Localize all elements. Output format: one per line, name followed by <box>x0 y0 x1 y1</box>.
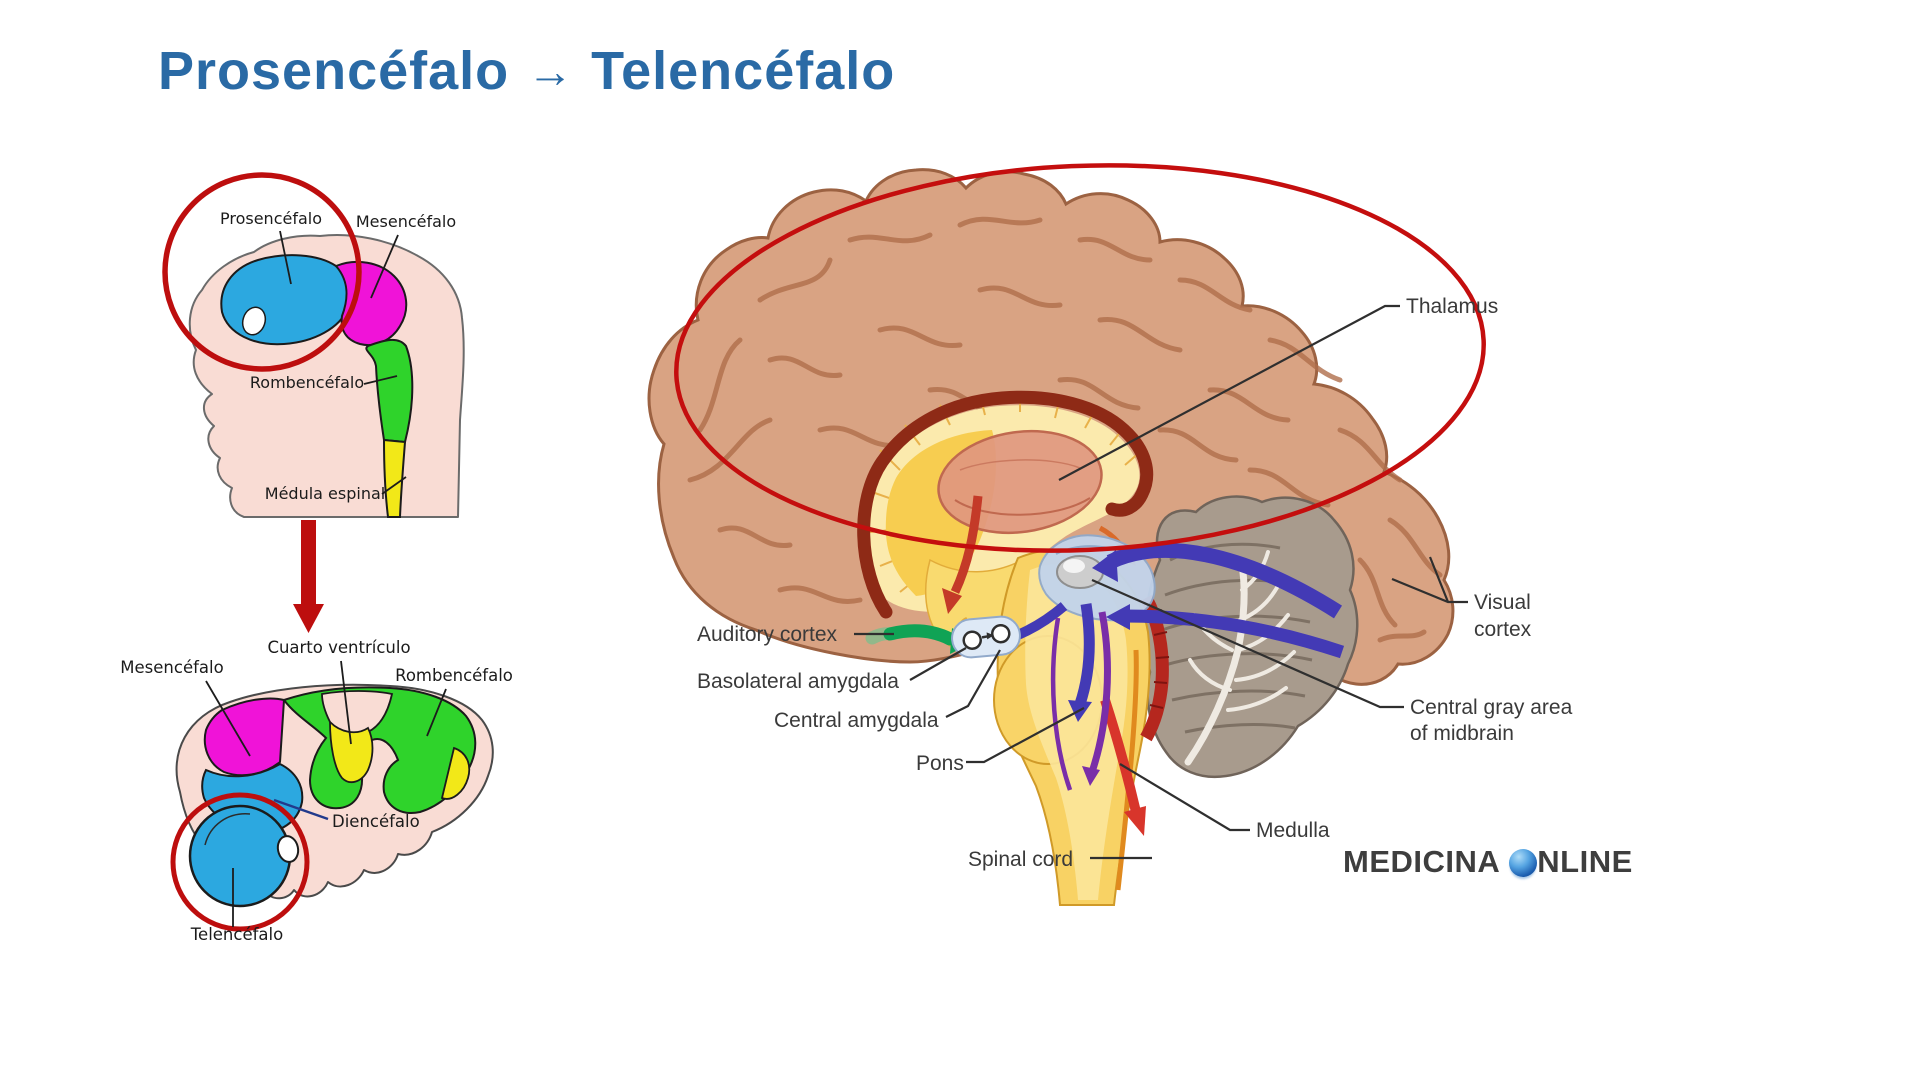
thalamus-label: Thalamus <box>1406 295 1498 318</box>
thalamus-leader <box>1058 304 1400 481</box>
cerebellum-folia <box>1161 542 1313 734</box>
spinal-tail-region <box>440 746 471 800</box>
brain-figure: Thalamus Visual cortex Central gray area… <box>647 163 1573 906</box>
telencephalon-highlight-circle <box>170 792 310 932</box>
telencephalon-inner-line <box>204 813 251 846</box>
transition-arrow-shaft <box>301 520 316 606</box>
amygdala-capsule <box>951 615 1021 659</box>
embryo-early-figure: Prosencéfalo Mesencéfalo Rombencéfalo Mé… <box>162 172 465 518</box>
diencefalo-leader <box>273 798 329 821</box>
visual-cortex-leader-2 <box>1428 556 1450 603</box>
optic-vesicle <box>241 306 267 336</box>
medula-espinal-label: Médula espinal <box>265 484 385 503</box>
cuarto-ventriculo-leader <box>340 660 352 745</box>
mesencefalo-late-leader <box>205 680 251 757</box>
corpus-callosum-band <box>857 390 1154 619</box>
pons-leader <box>966 707 1085 764</box>
title-prosencefalo: Prosencéfalo <box>158 41 510 101</box>
title-arrow-icon: → <box>527 45 574 97</box>
medulla-label: Medulla <box>1256 819 1330 842</box>
cuarto-ventriculo-label: Cuarto ventrículo <box>267 638 410 657</box>
mesencefalo-late-label: Mesencéfalo <box>120 658 223 677</box>
globe-icon <box>1509 849 1538 877</box>
rombencefalo-leader <box>363 375 398 385</box>
mesencefalo-label: Mesencéfalo <box>356 212 456 231</box>
basolateral-amygdala-label: Basolateral amygdala <box>697 670 899 693</box>
medulla-leader <box>1119 763 1250 832</box>
medulla-red-arrowhead <box>1124 806 1146 836</box>
watermark-nline: NLINE <box>1537 844 1633 879</box>
central-amygdala-label: Central amygdala <box>774 709 939 732</box>
central-amygdala-node <box>991 623 1011 644</box>
prosencephalon-highlight-circle <box>162 172 362 372</box>
rombencefalo-late-leader <box>426 688 447 737</box>
central-gray-label-line2: of midbrain <box>1410 722 1514 745</box>
brain-leader-lines <box>854 304 1468 860</box>
brainstem-highlight <box>1025 564 1128 900</box>
fourth-ventricle-region <box>329 719 374 784</box>
watermark-medicina: MEDICINA <box>1343 844 1501 879</box>
spinal-cord-label: Spinal cord <box>968 848 1073 871</box>
pathway-arrows <box>984 542 1345 791</box>
title-telencefalo: Telencéfalo <box>591 41 896 101</box>
basolateral-amygdala-node <box>962 630 982 650</box>
spinal-cord-region <box>382 438 407 518</box>
prosencefalo-leader <box>279 230 292 285</box>
visual-cortex-label-line2: cortex <box>1474 618 1532 641</box>
transition-arrow-head <box>293 604 324 633</box>
rombencefalo-label: Rombencéfalo <box>250 373 364 392</box>
rhombencephalon-region <box>365 339 414 444</box>
cerebellum <box>1144 495 1359 779</box>
telencephalon-region <box>188 804 292 908</box>
central-gray-leader <box>1091 578 1404 709</box>
medula-espinal-leader <box>381 476 407 495</box>
pons-label: Pons <box>916 752 964 775</box>
transition-arrow <box>293 520 324 633</box>
page-title: Prosencéfalo → Telencéfalo <box>158 40 895 102</box>
basolateral-amygdala-leader <box>909 647 967 681</box>
mesencephalon-late-region <box>203 697 286 777</box>
auditory-cortex-label: Auditory cortex <box>697 623 838 646</box>
brainstem-midline <box>1115 649 1139 891</box>
optic-cup <box>276 835 300 863</box>
medulla-red-arrow <box>1100 698 1141 814</box>
prosencefalo-label: Prosencéfalo <box>220 209 322 228</box>
cortex-highlight-ellipse <box>674 163 1486 553</box>
embryo-late-figure: Cuarto ventrículo Mesencéfalo Rombencéfa… <box>120 638 513 944</box>
brain-labels: Thalamus Visual cortex Central gray area… <box>697 295 1573 871</box>
cerebellum-body <box>1144 495 1359 779</box>
mesencefalo-leader <box>370 234 399 299</box>
telencefalo-label: Telencéfalo <box>190 925 283 944</box>
central-amygdala-leader <box>945 649 1001 718</box>
rombencefalo-late-label: Rombencéfalo <box>395 666 513 685</box>
diencefalo-label: Diencéfalo <box>332 812 420 831</box>
medicina-online-watermark: MEDICINA NLINE <box>1343 844 1633 880</box>
visual-cortex-label-line1: Visual <box>1474 591 1531 614</box>
central-gray-label-line1: Central gray area <box>1410 696 1573 719</box>
